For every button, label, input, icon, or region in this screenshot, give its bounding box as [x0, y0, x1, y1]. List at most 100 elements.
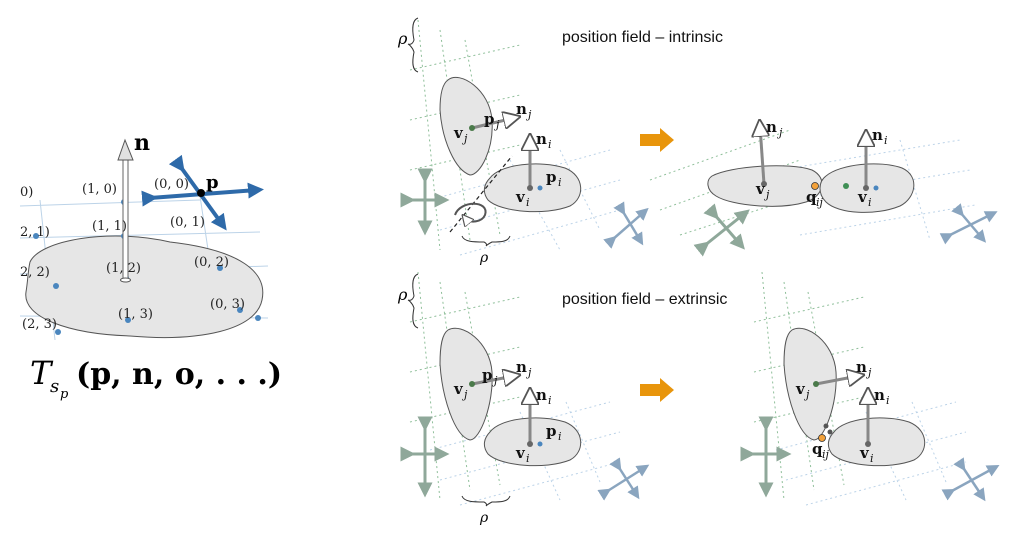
bottom-left-panel: n j p j v j n i p i v i ρ ρ	[397, 271, 650, 526]
move-cross-icon	[740, 416, 792, 498]
label-n: n	[872, 126, 883, 144]
label-i: i	[870, 452, 874, 465]
label-q: q	[812, 440, 823, 458]
label-q: q	[806, 188, 817, 206]
label-j: j	[776, 126, 783, 139]
normal-label: n	[134, 130, 150, 156]
label-n: n	[516, 358, 527, 376]
caption-subsub: p	[60, 387, 69, 402]
label-n: n	[536, 130, 547, 148]
position-point	[197, 189, 205, 197]
caption-func: T	[30, 354, 54, 392]
grid-label: (2, 3)	[22, 317, 57, 332]
label-i: i	[886, 394, 890, 407]
grid-label: (0, 1)	[170, 215, 205, 230]
label-j: j	[865, 366, 872, 379]
grid-label: 2, 1)	[20, 225, 50, 240]
rho-label: ρ	[397, 285, 408, 304]
q-point	[818, 434, 826, 442]
label-n: n	[516, 100, 527, 118]
q-point	[811, 182, 819, 190]
move-cross-icon	[597, 457, 650, 501]
label-p: p	[482, 366, 493, 384]
edge-line	[449, 155, 513, 233]
move-cross-icon	[400, 168, 450, 236]
transition-arrow-icon	[640, 128, 674, 152]
label-ij: ij	[822, 448, 830, 461]
label-v: v	[515, 188, 526, 206]
patch-j	[439, 327, 493, 441]
patch-j	[439, 76, 493, 176]
label-i: i	[548, 138, 552, 151]
label-i: i	[526, 452, 530, 465]
top-row: position field – intrinsic	[397, 17, 998, 266]
move-cross-icon	[603, 201, 649, 249]
label-v: v	[795, 380, 806, 398]
label-i: i	[558, 430, 562, 443]
normal-j-arrow	[815, 376, 858, 384]
normal-j-arrow	[471, 376, 514, 384]
grid-label: (1, 2)	[106, 261, 141, 276]
top-title: position field – intrinsic	[562, 29, 723, 46]
grid-label: (1, 1)	[92, 219, 127, 234]
bottom-right-panel: n j v j n i q ij v i	[740, 271, 1000, 506]
label-p: p	[484, 110, 495, 128]
bottom-left-labels: n j p j v j n i p i v i	[453, 358, 562, 465]
bottom-right-labels: n j v j n i q ij v i	[795, 358, 890, 465]
position-label: p	[206, 172, 219, 193]
caption-args: (p, n, o, . . .)	[76, 357, 282, 392]
label-i: i	[868, 196, 872, 209]
label-i: i	[884, 134, 888, 147]
rho-label: ρ	[479, 250, 489, 266]
rho-label: ρ	[397, 29, 408, 48]
label-n: n	[536, 386, 547, 404]
grid-label: (1, 3)	[118, 307, 153, 322]
move-cross-icon	[941, 457, 1000, 502]
label-i: i	[558, 176, 562, 189]
move-cross-icon	[939, 203, 998, 245]
top-left-panel: n j p j v j n i p i v i ρ ρ	[397, 17, 649, 266]
label-j: j	[461, 388, 468, 401]
grid-label: 2, 2)	[20, 265, 50, 280]
caption: T s p (p, n, o, . . .)	[30, 354, 282, 402]
label-v: v	[859, 444, 870, 462]
label-v: v	[453, 380, 464, 398]
patch-j	[783, 327, 837, 441]
grid-label: (0, 3)	[210, 297, 245, 312]
normal-arrow	[117, 138, 134, 283]
transition-arrow-icon	[640, 378, 674, 402]
label-j: j	[763, 188, 770, 201]
label-n: n	[874, 386, 885, 404]
bottom-title: position field – extrinsic	[562, 291, 727, 308]
surface-patch	[25, 235, 264, 338]
left-panel: n p (1, 0) (0, 0) (0, 1) (1, 1) (1, 2) (…	[19, 130, 282, 402]
rho-brace	[461, 235, 511, 247]
top-right-labels: n j n i v j q ij v i	[755, 118, 888, 209]
label-p: p	[546, 422, 557, 440]
label-v: v	[515, 444, 526, 462]
grid-label: (0, 0)	[154, 177, 189, 192]
label-v: v	[857, 188, 868, 206]
rho-label: ρ	[479, 510, 489, 526]
patch-i	[483, 417, 582, 467]
move-cross-icon	[400, 416, 450, 498]
label-j: j	[525, 108, 532, 121]
rho-brace	[461, 495, 511, 507]
label-v: v	[755, 180, 766, 198]
grid-label: (1, 0)	[82, 182, 117, 197]
label-p: p	[546, 168, 557, 186]
rho-brace	[407, 17, 419, 73]
label-i: i	[526, 196, 530, 209]
label-i: i	[548, 394, 552, 407]
label-ij: ij	[816, 196, 824, 209]
caption-sub: s	[50, 376, 59, 397]
label-j: j	[525, 366, 532, 379]
patch-i	[827, 417, 926, 467]
normal-j-arrow	[471, 118, 514, 130]
label-j: j	[803, 388, 810, 401]
label-j: j	[461, 132, 468, 145]
grid-label: (0, 2)	[194, 255, 229, 270]
label-n: n	[856, 358, 867, 376]
move-cross-icon	[693, 203, 750, 257]
grid-label: 0)	[20, 185, 33, 200]
